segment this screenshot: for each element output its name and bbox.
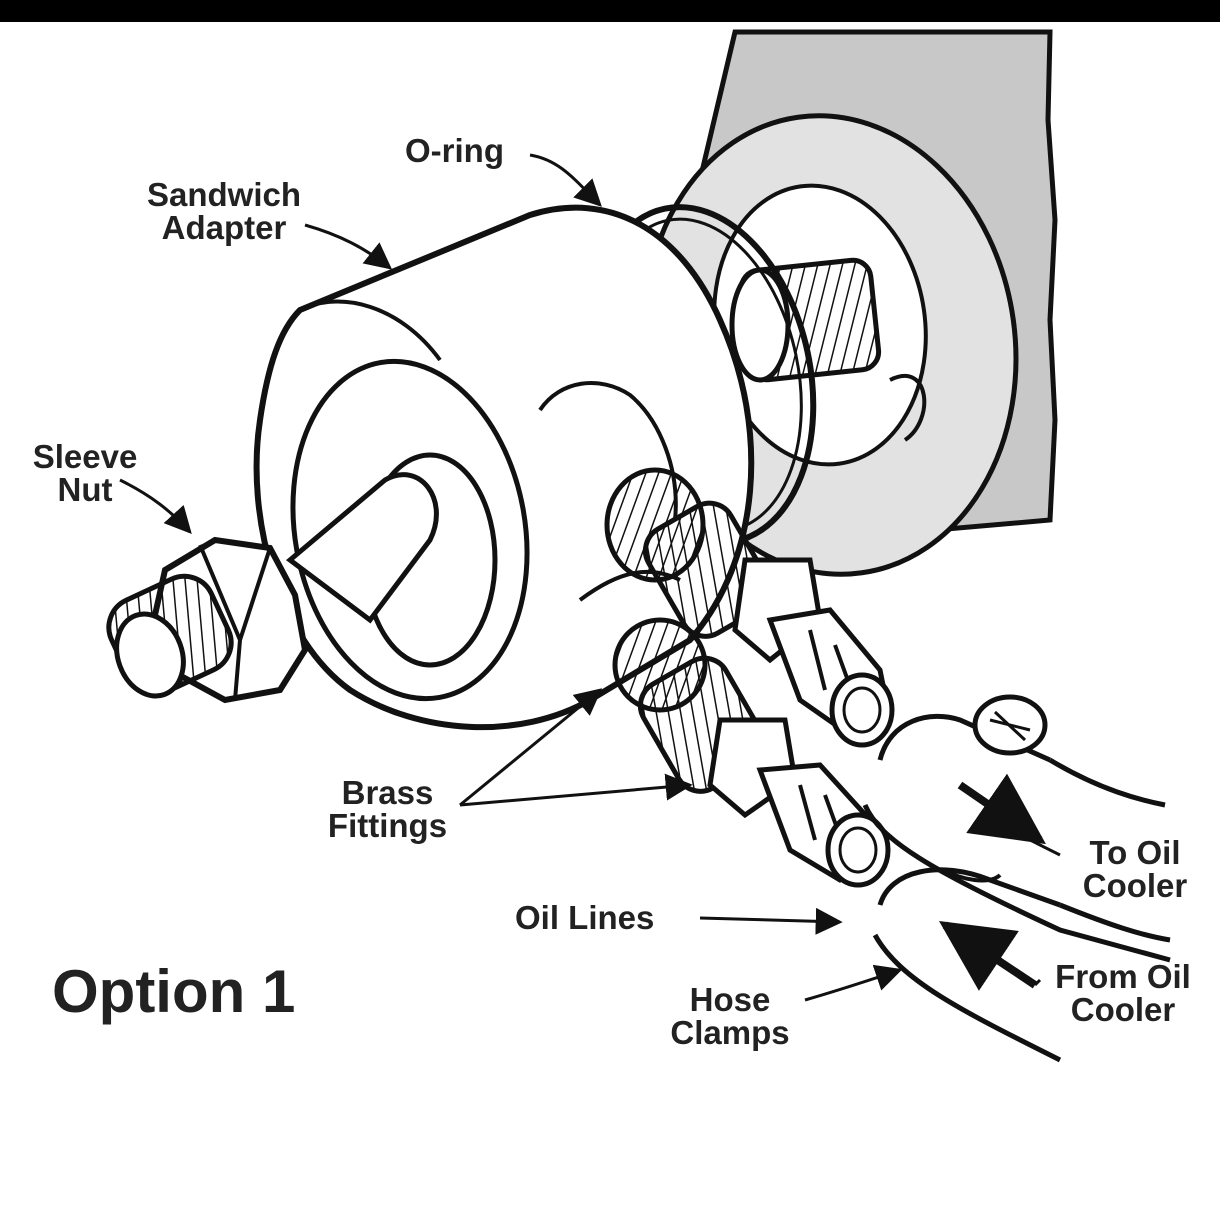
oil-line-upper — [862, 694, 1171, 963]
flow-arrows — [939, 773, 1046, 991]
label-hose-clamps-line1: Hose — [689, 981, 771, 1018]
brass-fitting-upper — [642, 500, 895, 748]
label-to-oil-cooler: To Oil Cooler — [1055, 836, 1215, 902]
label-brass-fittings: Brass Fittings — [305, 776, 470, 842]
label-to-oil-cooler-line1: To Oil — [1089, 834, 1181, 871]
sleeve-nut-shape — [106, 472, 439, 704]
label-from-oil-cooler-line2: Cooler — [1070, 991, 1176, 1028]
mounting-stud — [729, 257, 882, 383]
label-sandwich-adapter-line1: Sandwich — [146, 176, 302, 213]
option-title: Option 1 — [52, 958, 296, 1025]
leader-lines — [119, 153, 1061, 1002]
label-from-oil-cooler: From Oil Cooler — [1033, 960, 1213, 1026]
label-sandwich-adapter: Sandwich Adapter — [124, 178, 324, 244]
label-oil-lines: Oil Lines — [515, 899, 655, 936]
label-hose-clamps-line2: Clamps — [670, 1014, 790, 1051]
label-sleeve-nut-line2: Nut — [57, 471, 113, 508]
brass-fitting-lower — [637, 655, 891, 888]
top-black-bar — [0, 0, 1220, 22]
label-sandwich-adapter-line2: Adapter — [161, 209, 287, 246]
label-sleeve-nut-line1: Sleeve — [32, 438, 138, 475]
label-o-ring: O-ring — [405, 132, 504, 169]
oil-line-lower — [872, 867, 1171, 1063]
label-brass-fittings-line2: Fittings — [327, 807, 448, 844]
label-from-oil-cooler-line1: From Oil — [1055, 958, 1191, 995]
label-to-oil-cooler-line2: Cooler — [1082, 867, 1188, 904]
label-hose-clamps: Hose Clamps — [650, 983, 810, 1049]
label-brass-fittings-line1: Brass — [341, 774, 434, 811]
label-sleeve-nut: Sleeve Nut — [15, 440, 155, 506]
